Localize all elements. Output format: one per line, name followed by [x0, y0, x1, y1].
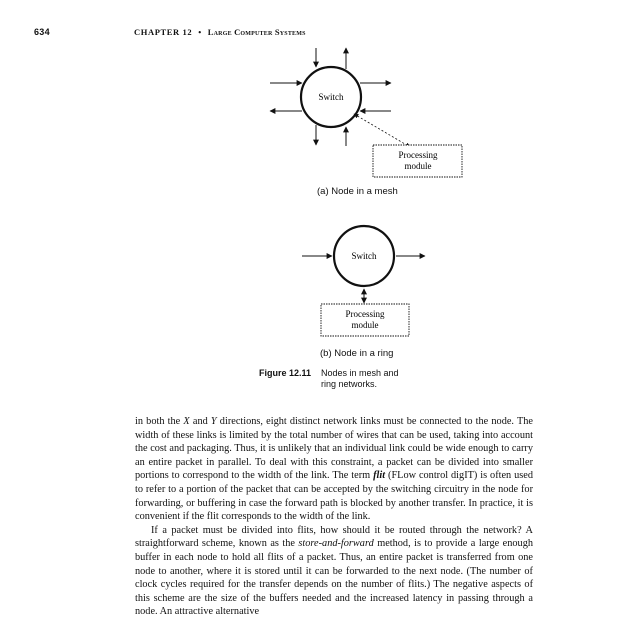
para2-term: store-and-forward	[298, 538, 374, 550]
ring-module-label-2: module	[352, 320, 379, 330]
header-separator: •	[198, 27, 202, 37]
para1-text-c: directions, eight distinct network links…	[135, 416, 533, 482]
para1-flit-term: flit	[373, 470, 386, 482]
figure-diagram: Switch Processing module Switch Processi…	[269, 47, 463, 337]
figure-caption: Nodes in mesh and ring networks.	[321, 368, 399, 389]
mesh-caption: (a) Node in a mesh	[317, 186, 398, 197]
ring-module-label-1: Processing	[346, 309, 385, 319]
page-number: 634	[34, 27, 50, 37]
chapter-label: CHAPTER 12	[134, 27, 193, 37]
chapter-title: Large Computer Systems	[207, 27, 306, 37]
para1-text-b: and	[189, 416, 211, 427]
para2-text-b: method, is to provide a large enough buf…	[135, 538, 533, 618]
mesh-module-link	[353, 113, 411, 148]
ring-caption: (b) Node in a ring	[320, 348, 394, 359]
ring-processing-module-box	[320, 303, 410, 337]
mesh-switch-label: Switch	[318, 92, 344, 102]
ring-node: Switch Processing module	[302, 224, 426, 337]
mesh-module-label-2: module	[405, 161, 432, 171]
ring-switch-label: Switch	[351, 251, 377, 261]
figure-number: Figure 12.11	[259, 368, 312, 378]
ring-switch-circle	[332, 224, 396, 288]
para1-y: Y	[210, 416, 217, 427]
mesh-node: Switch Processing module	[269, 47, 463, 178]
paragraph-1: in both the X and Y directions, eight di…	[135, 415, 533, 524]
running-head: CHAPTER 12 • Large Computer Systems	[134, 27, 306, 37]
paragraph-2: If a packet must be divided into flits, …	[135, 524, 533, 619]
para1-x: X	[183, 416, 190, 427]
mesh-module-label-1: Processing	[399, 150, 438, 160]
mesh-processing-module-box	[372, 144, 463, 178]
para1-text-d: (FLow control digIT) is often used to re…	[135, 470, 533, 523]
body-text: in both the X and Y directions, eight di…	[135, 415, 533, 619]
mesh-switch-circle	[299, 65, 363, 129]
para1-text-a: in both the	[135, 416, 184, 427]
para2-text-a: If a packet must be divided into flits, …	[135, 524, 533, 550]
